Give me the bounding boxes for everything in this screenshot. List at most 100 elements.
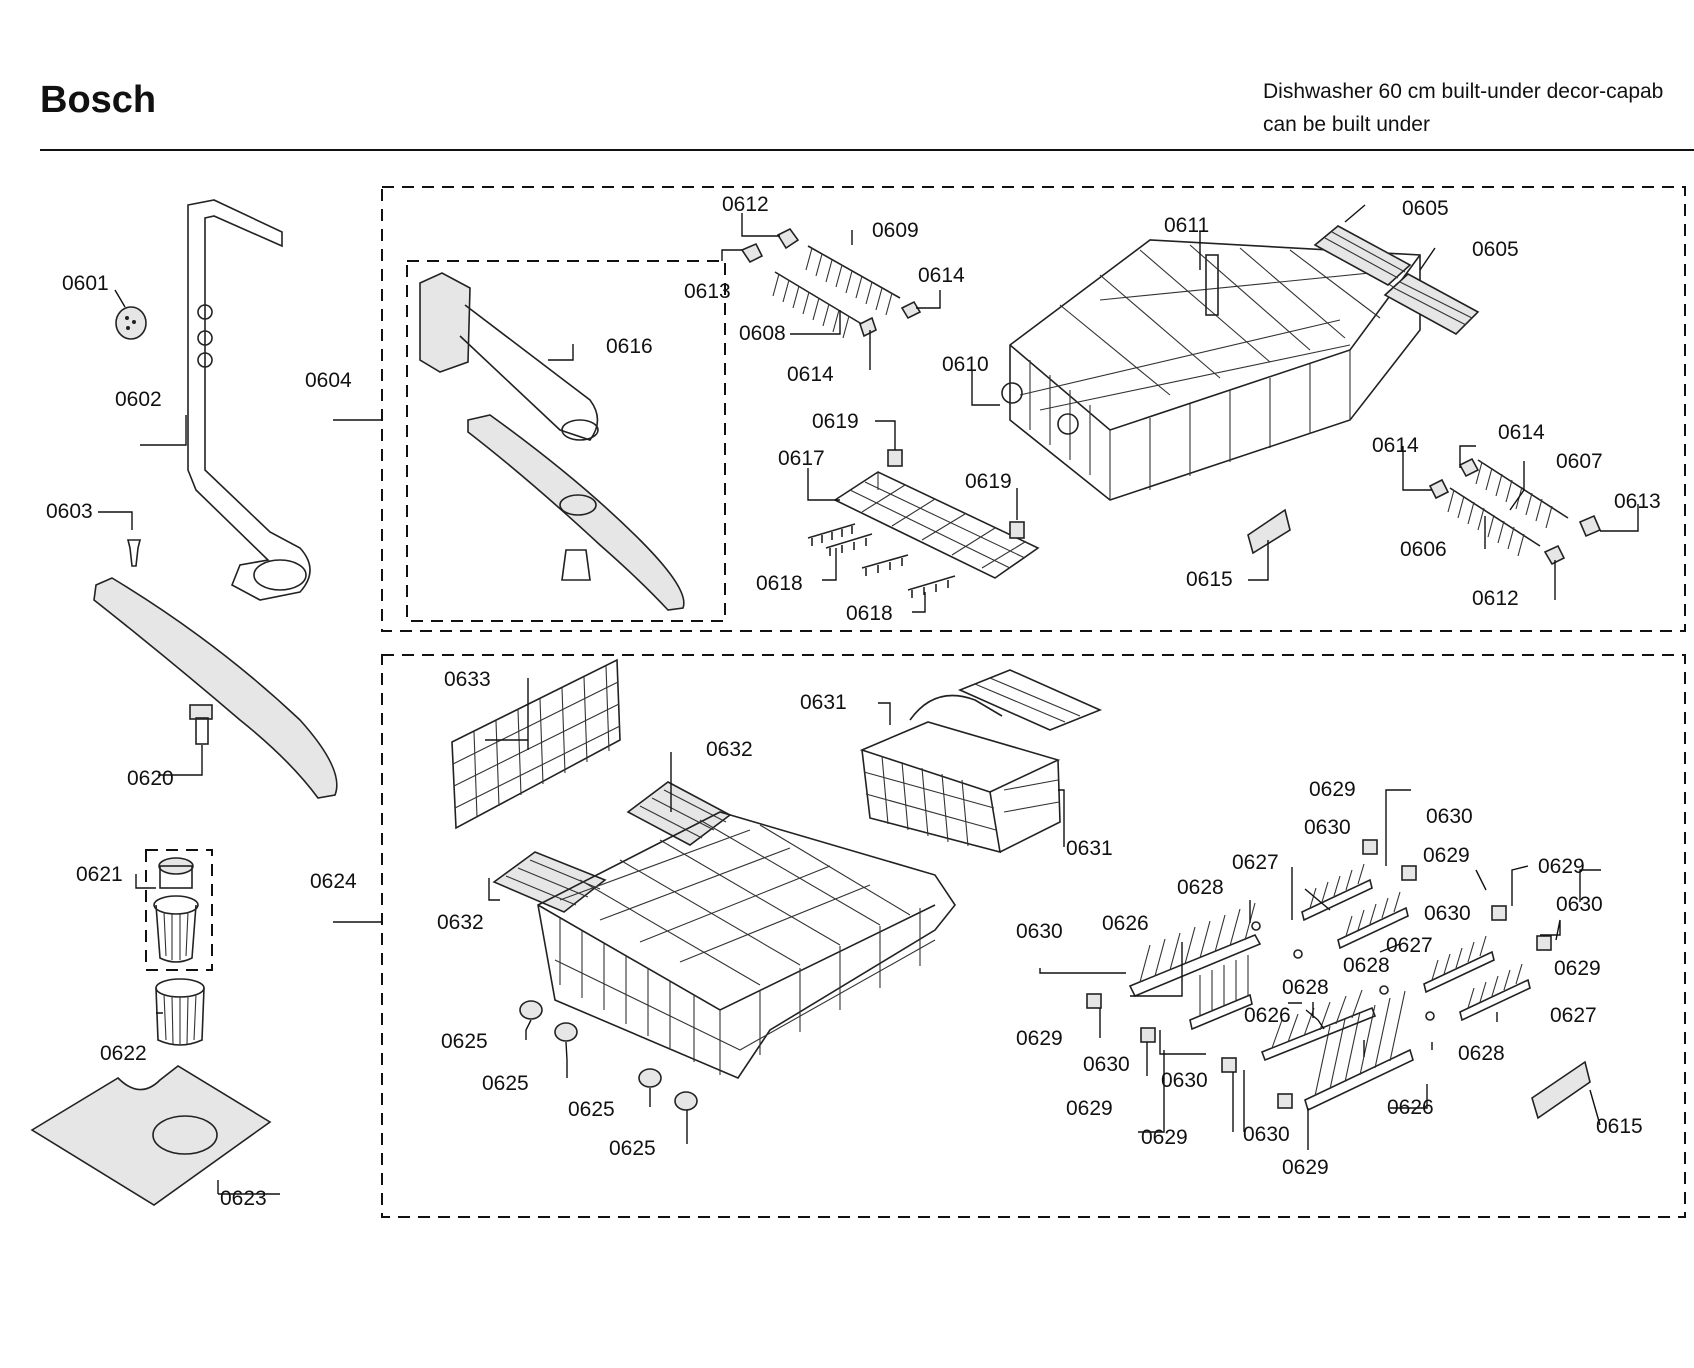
part-0621-fine-filter [153,857,199,963]
callout-0614b: 0614 [787,363,834,386]
part-0622-micro-filter [155,978,205,1046]
callout-0630d: 0630 [1424,902,1471,925]
part-0601-nozzle-cap [115,306,147,340]
lower-rack-group-box [381,654,1686,1218]
part-0606-tine-row [1447,487,1541,557]
callout-0602: 0602 [115,388,162,411]
part-0627-tine-row-d [1459,963,1531,1022]
callout-0630e: 0630 [1016,920,1063,943]
part-0626-tine-row [1128,902,1262,998]
part-0625-wheel [519,1000,543,1020]
part-0629-bearing-clip-c [1221,1057,1237,1073]
callout-0629f: 0629 [1066,1097,1113,1120]
callout-0629: 0629 [1309,778,1356,801]
callout-0629b: 0629 [1423,844,1470,867]
part-0614-clip-d [1428,478,1450,500]
callout-0625d: 0625 [609,1137,656,1160]
callout-0627: 0627 [1232,851,1279,874]
part-0614-clip [900,300,922,320]
callout-0630f: 0630 [1083,1053,1130,1076]
part-0631-cutlery-basket [859,669,1103,854]
part-upper-spray-arm [467,414,685,611]
callout-0614: 0614 [918,264,965,287]
part-0633-wire-panel [451,658,621,830]
part-0624-lower-basket [537,811,956,1079]
callout-0617: 0617 [778,447,825,470]
callout-0620: 0620 [127,767,174,790]
callout-0624: 0624 [310,870,357,893]
callout-0631: 0631 [800,691,847,714]
callout-0629e: 0629 [1016,1027,1063,1050]
callout-0614d: 0614 [1498,421,1545,444]
callout-0629d: 0629 [1554,957,1601,980]
model-description: Dishwasher 60 cm built-under decor-capab [1263,80,1663,103]
callout-0610: 0610 [942,353,989,376]
upper-rack-group-box [381,186,1686,632]
callout-0630h: 0630 [1243,1123,1290,1146]
callout-0628d: 0628 [1458,1042,1505,1065]
callout-0614c: 0614 [1372,434,1419,457]
callout-0613: 0613 [684,280,731,303]
part-0616-upper-spray-tube [419,272,599,441]
filter-subgroup-box [145,849,213,971]
callout-0601: 0601 [62,272,109,295]
part-0625-wheel-d [674,1091,698,1111]
part-0629-bearing-clip-f [1401,865,1417,881]
part-0625-wheel-b [554,1022,578,1042]
part-0614-clip-b [859,316,877,338]
part-0609-tine-row [805,245,901,316]
callout-0611: 0611 [1164,214,1209,237]
callout-0625c: 0625 [568,1098,615,1121]
callout-0629c: 0629 [1538,855,1585,878]
callout-0630c: 0630 [1556,893,1603,916]
part-0632-tine-insert [626,781,732,846]
callout-0615: 0615 [1186,568,1233,591]
part-0615-handle-b [1531,1060,1591,1120]
callout-0612: 0612 [722,193,769,216]
callout-0612b: 0612 [1472,587,1519,610]
callout-0627c: 0627 [1550,1004,1597,1027]
callout-0604: 0604 [305,369,352,392]
callout-0626b: 0626 [1244,1004,1291,1027]
part-0629-bearing-clip-d [1277,1093,1293,1109]
part-0626-tine-row-d [1260,989,1377,1062]
part-0620-lower-spray-arm [93,577,338,799]
callout-0625b: 0625 [482,1072,529,1095]
part-0619-clip [887,449,903,467]
part-0611-upper-basket [1001,239,1421,501]
part-0602-water-supply-tube [187,199,311,601]
callout-0632b: 0632 [437,911,484,934]
part-0612-clip-b [1543,544,1566,566]
part-0613-clip-b [1578,514,1602,538]
part-0623-sump-cover-plate [30,1065,272,1206]
callout-0609: 0609 [872,219,919,242]
callout-0619b: 0619 [965,470,1012,493]
leader-lines [98,204,1639,1195]
model-description-sub: can be built under [1263,113,1430,136]
callout-0613b: 0613 [1614,490,1661,513]
part-0605-folding-tine-rack-b [1383,273,1480,335]
part-0629-bearing-clip [1086,993,1102,1009]
callout-0607: 0607 [1556,450,1603,473]
part-0629-bearing-clip-e [1362,839,1378,855]
callout-0629g: 0629 [1141,1126,1188,1149]
part-0614-clip-c [1458,457,1480,478]
callout-0628b: 0628 [1343,954,1390,977]
part-0618-hook [807,523,873,556]
part-0608-tine-row [772,271,866,339]
callout-0633: 0633 [444,668,491,691]
callout-0630g: 0630 [1161,1069,1208,1092]
callout-0603: 0603 [46,500,93,523]
callout-0629h: 0629 [1282,1156,1329,1179]
callout-0619: 0619 [812,410,859,433]
callout-0606: 0606 [1400,538,1447,561]
part-0626-tine-row-c [1304,990,1414,1112]
callout-0616: 0616 [606,335,653,358]
callout-0631b: 0631 [1066,837,1113,860]
callout-0618: 0618 [756,572,803,595]
part-0625-wheel-c [638,1068,662,1088]
part-0629-bearing-clip-h [1536,935,1552,951]
callout-0630b: 0630 [1304,816,1351,839]
callout-0605: 0605 [1402,197,1449,220]
